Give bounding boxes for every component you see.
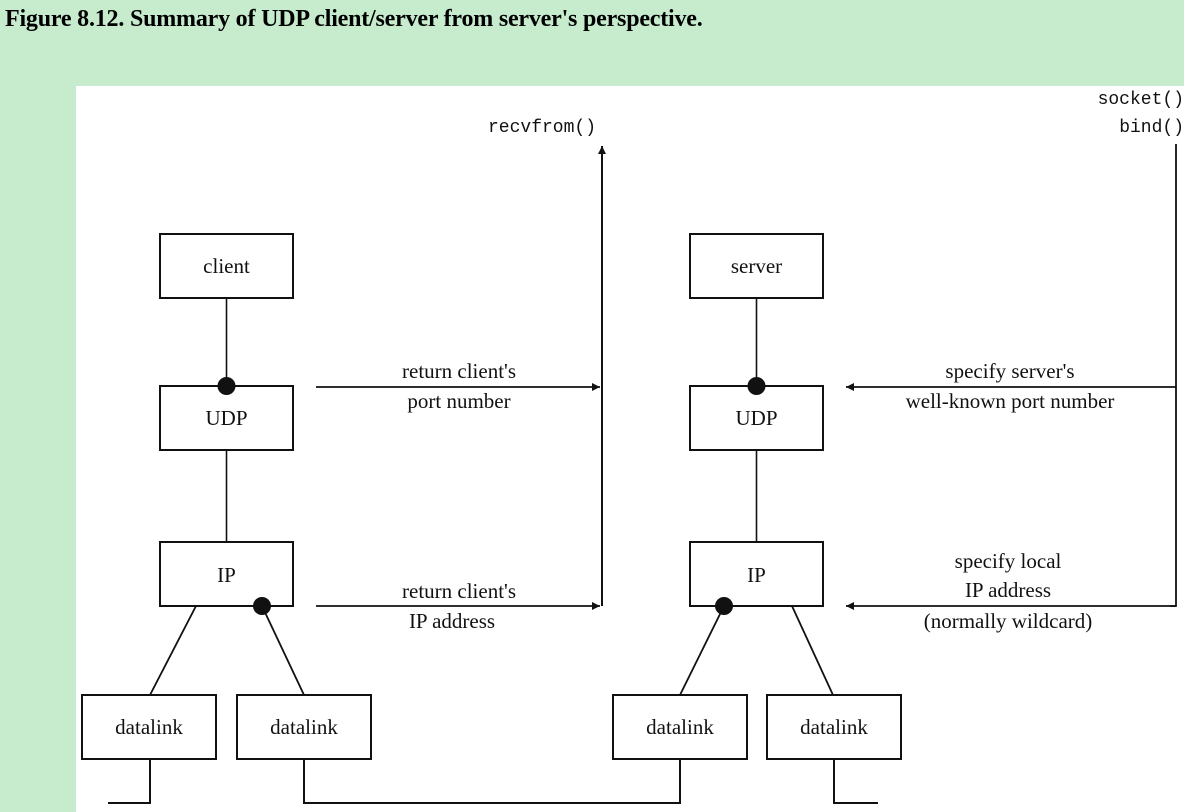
server-udp-label: UDP — [735, 406, 777, 430]
client-label: client — [203, 254, 250, 278]
bind-vertical-line — [1170, 144, 1177, 607]
client-ip-box — [159, 541, 294, 607]
specify-ip-label-line2: IP address — [965, 578, 1051, 602]
specify-ip-label-line3: (normally wildcard) — [924, 609, 1093, 633]
client-stack: client UDP IP datalink datalink — [81, 233, 372, 760]
return-ip-label-line1: return client's — [402, 579, 516, 603]
server-ip-datalink-right-link — [791, 605, 834, 696]
socket-bind-group: socket() bind() specify server's well-kn… — [846, 90, 1184, 633]
client-datalink-left-label: datalink — [115, 715, 183, 739]
client-datalink-left-box — [81, 694, 217, 760]
specify-port-label-line2: well-known port number — [906, 389, 1115, 413]
return-port-label-line1: return client's — [402, 359, 516, 383]
left-network-line — [108, 759, 151, 804]
bind-label: bind() — [1119, 118, 1184, 138]
client-udp-box — [159, 385, 294, 451]
socket-label: socket() — [1098, 90, 1184, 110]
figure-caption: Figure 8.12. Summary of UDP client/serve… — [5, 6, 703, 32]
shared-network-line — [303, 759, 681, 804]
server-label: server — [731, 254, 782, 278]
client-datalink-right-box — [236, 694, 372, 760]
server-ip-label: IP — [747, 563, 766, 587]
server-ip-box — [689, 541, 824, 607]
right-network-line — [833, 759, 878, 804]
client-udp-port-dot — [217, 377, 236, 395]
server-datalink-right-box — [766, 694, 902, 760]
server-box — [689, 233, 824, 299]
client-ip-datalink-right-link — [261, 605, 305, 696]
server-stack: server UDP IP datalink datalink — [612, 233, 902, 760]
server-ip-datalink-left-link — [679, 605, 725, 696]
server-udp-port-dot — [747, 377, 766, 395]
client-datalink-right-label: datalink — [270, 715, 338, 739]
server-datalink-right-label: datalink — [800, 715, 868, 739]
client-ip-datalink-left-link — [149, 605, 197, 696]
recvfrom-group: recvfrom() return client's port number r… — [316, 118, 606, 633]
client-ip-label: IP — [217, 563, 236, 587]
return-port-label-line2: port number — [407, 389, 510, 413]
specify-ip-label-line1: specify local — [955, 549, 1062, 573]
specify-port-label-line1: specify server's — [945, 359, 1074, 383]
network-wiring — [108, 759, 878, 804]
server-datalink-left-label: datalink — [646, 715, 714, 739]
client-udp-label: UDP — [205, 406, 247, 430]
return-ip-label-line2: IP address — [409, 609, 495, 633]
recvfrom-label: recvfrom() — [488, 118, 596, 138]
